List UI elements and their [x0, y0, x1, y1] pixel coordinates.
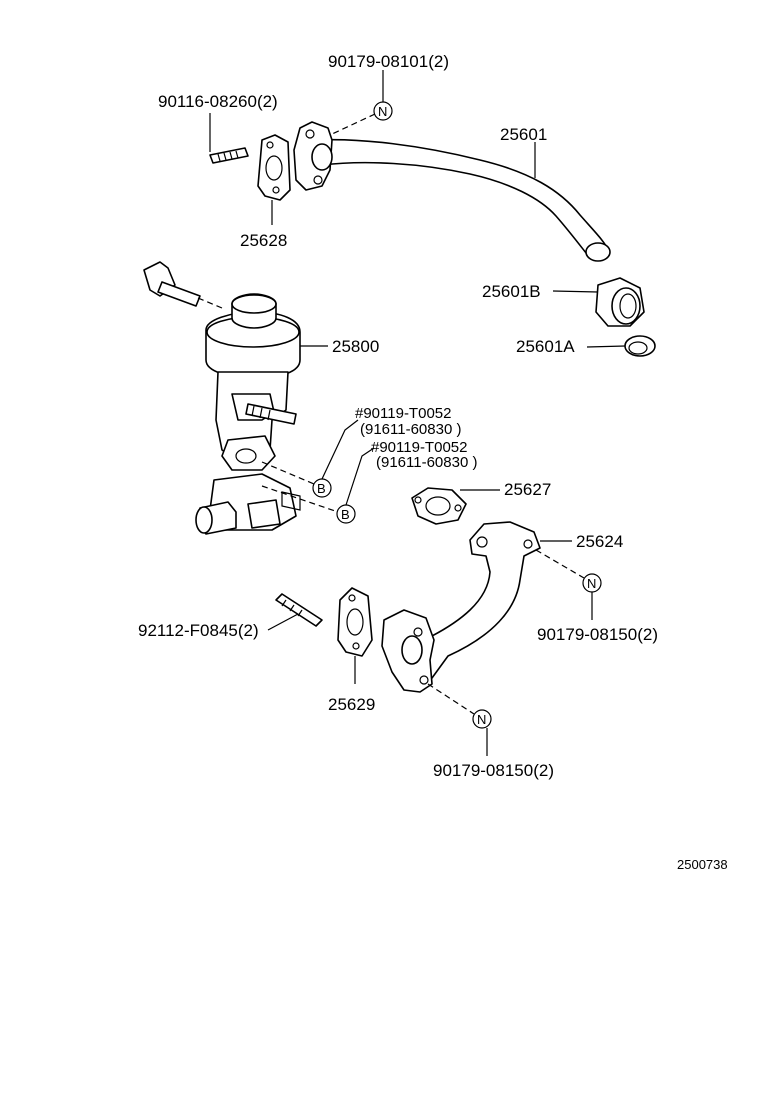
label-gasket-top: 25628 — [240, 231, 287, 250]
egr-pipe-upper — [293, 121, 611, 262]
nut-bottom-dash — [427, 683, 475, 715]
label-stud-lower: 92112-F0845(2) — [138, 621, 259, 640]
callout-n-bottom — [472, 709, 492, 729]
gasket-middle — [411, 487, 467, 525]
egr-valve — [143, 261, 301, 535]
nut-right-dash — [535, 549, 585, 579]
label-pipe-bolt-top: 90179-08101(2) — [328, 52, 449, 71]
label-pipe-top: 25601 — [500, 125, 547, 144]
gasket-upper — [257, 134, 291, 201]
leader-stud-lower — [267, 613, 299, 631]
label-union-nut: 25601B — [482, 282, 541, 301]
callout-b1-letter: B — [317, 481, 326, 496]
label-bolt-b2-part: #90119-T0052 — [371, 439, 467, 456]
egr-pipe-lower — [381, 521, 541, 693]
label-bolt-b1-alt: (91611-60830 ) — [360, 421, 461, 438]
label-egr-valve: 25800 — [332, 337, 379, 356]
label-pipe-lower: 25624 — [576, 532, 623, 551]
label-bolt-b1-part: #90119-T0052 — [355, 405, 451, 422]
figure-id: 2500738 — [677, 857, 728, 872]
leader-union-nut — [552, 290, 599, 293]
gasket-lower — [337, 587, 373, 657]
pipe-bolt-dash — [329, 113, 376, 136]
callout-b2-letter: B — [341, 507, 350, 522]
label-gasket-lower: 25629 — [328, 695, 375, 714]
label-bolt-b2-alt: (91611-60830 ) — [376, 454, 477, 471]
callout-n-right-letter: N — [587, 576, 596, 591]
callout-n-bottom-letter: N — [477, 712, 486, 727]
stud-lower — [275, 593, 323, 627]
label-nut-right: 90179-08150(2) — [537, 625, 658, 644]
leader-bolt-b1 — [321, 419, 359, 480]
callout-n-top-letter: N — [378, 104, 387, 119]
union-nut — [595, 277, 645, 327]
label-stud-top: 90116-08260(2) — [158, 92, 278, 111]
union-ring — [624, 335, 656, 357]
stud-upper — [209, 147, 249, 164]
bolt-b2-dash — [261, 485, 339, 513]
label-gasket-mid: 25627 — [504, 480, 551, 499]
leader-union-ring — [586, 345, 626, 348]
label-nut-bottom: 90179-08150(2) — [433, 761, 554, 780]
leader-bolt-b2 — [345, 447, 375, 506]
label-union-ring: 25601A — [516, 337, 575, 356]
